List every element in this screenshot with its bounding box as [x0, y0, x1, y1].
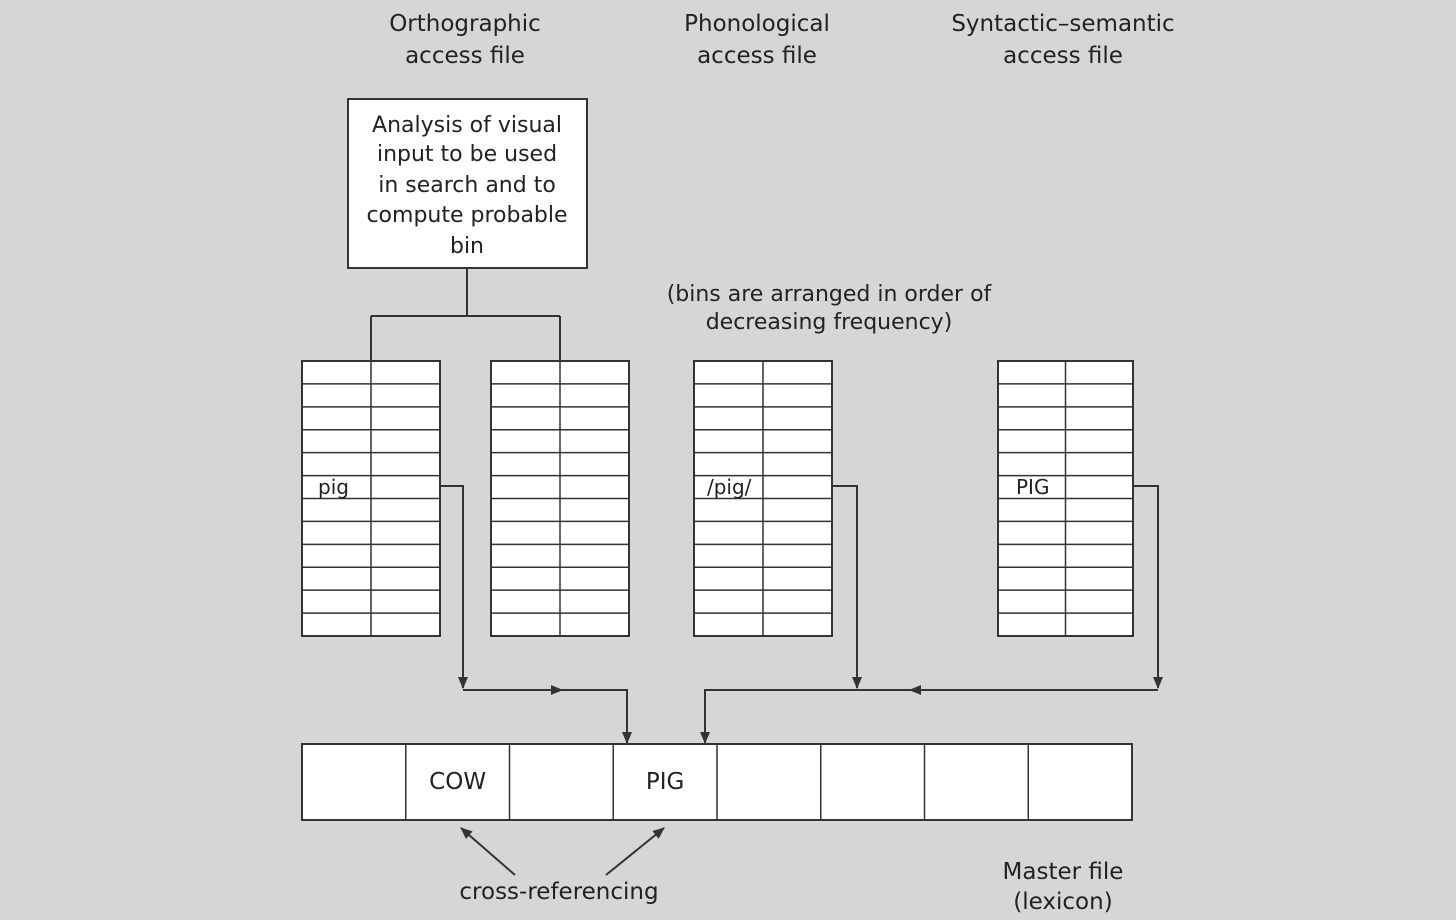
analysis-connector — [370, 268, 561, 361]
phonological-entry-pig: /pig/ — [707, 475, 752, 499]
phonological-bin-grid — [693, 360, 833, 637]
analysis-box: Analysis of visual input to be used in s… — [347, 98, 588, 269]
analysis-line-4: compute probable — [366, 203, 567, 228]
analysis-line-3: in search and to — [378, 173, 556, 198]
master-file-label: Master file (lexicon) — [1003, 859, 1124, 915]
bins-note-line1: (bins are arranged in order of — [667, 282, 993, 307]
cross-referencing-label: cross-referencing — [459, 879, 658, 905]
bins-note-line2: decreasing frequency) — [706, 310, 953, 335]
header-orthographic-line1: Orthographic — [389, 11, 541, 37]
orthographic-entry-pig: pig — [318, 475, 349, 499]
header-phonological-line2: access file — [697, 43, 817, 69]
header-syntactic-line1: Syntactic–semantic — [951, 11, 1174, 37]
master-file: COW PIG — [301, 743, 1133, 821]
analysis-line-2: input to be used — [377, 142, 557, 167]
cross-reference-arrows — [460, 827, 665, 876]
master-label-line2: (lexicon) — [1013, 889, 1112, 915]
bins-note: (bins are arranged in order of decreasin… — [667, 282, 993, 335]
header-syntactic-line2: access file — [1003, 43, 1123, 69]
header-phonological: Phonological access file — [684, 11, 830, 69]
analysis-box-frame — [347, 98, 588, 269]
cross-ref-arrow-pig — [605, 827, 665, 876]
header-orthographic-line2: access file — [405, 43, 525, 69]
syntactic-bin-grid — [997, 360, 1134, 637]
orthographic-pointer-arrow — [440, 485, 468, 689]
orthographic-to-master-arrow — [555, 689, 632, 744]
syntactic-pointer-arrow — [1133, 485, 1163, 689]
phonological-to-master-arrow — [700, 689, 915, 744]
syntactic-entry-pig: PIG — [1016, 475, 1049, 499]
analysis-line-1: Analysis of visual — [372, 113, 562, 138]
cross-ref-arrow-cow — [460, 827, 516, 876]
phonological-pointer-arrow — [832, 485, 862, 689]
entry-pointers — [440, 485, 1163, 744]
master-cell-label: PIG — [646, 769, 684, 795]
orthographic-bin-grid-2 — [490, 360, 630, 637]
master-cell-label: COW — [429, 769, 486, 795]
analysis-line-5: bin — [450, 234, 484, 259]
master-label-line1: Master file — [1003, 859, 1124, 885]
header-phonological-line1: Phonological — [684, 11, 830, 37]
header-orthographic: Orthographic access file — [389, 11, 541, 69]
header-syntactic: Syntactic–semantic access file — [951, 11, 1174, 69]
orthographic-bin-grid-1 — [301, 360, 441, 637]
